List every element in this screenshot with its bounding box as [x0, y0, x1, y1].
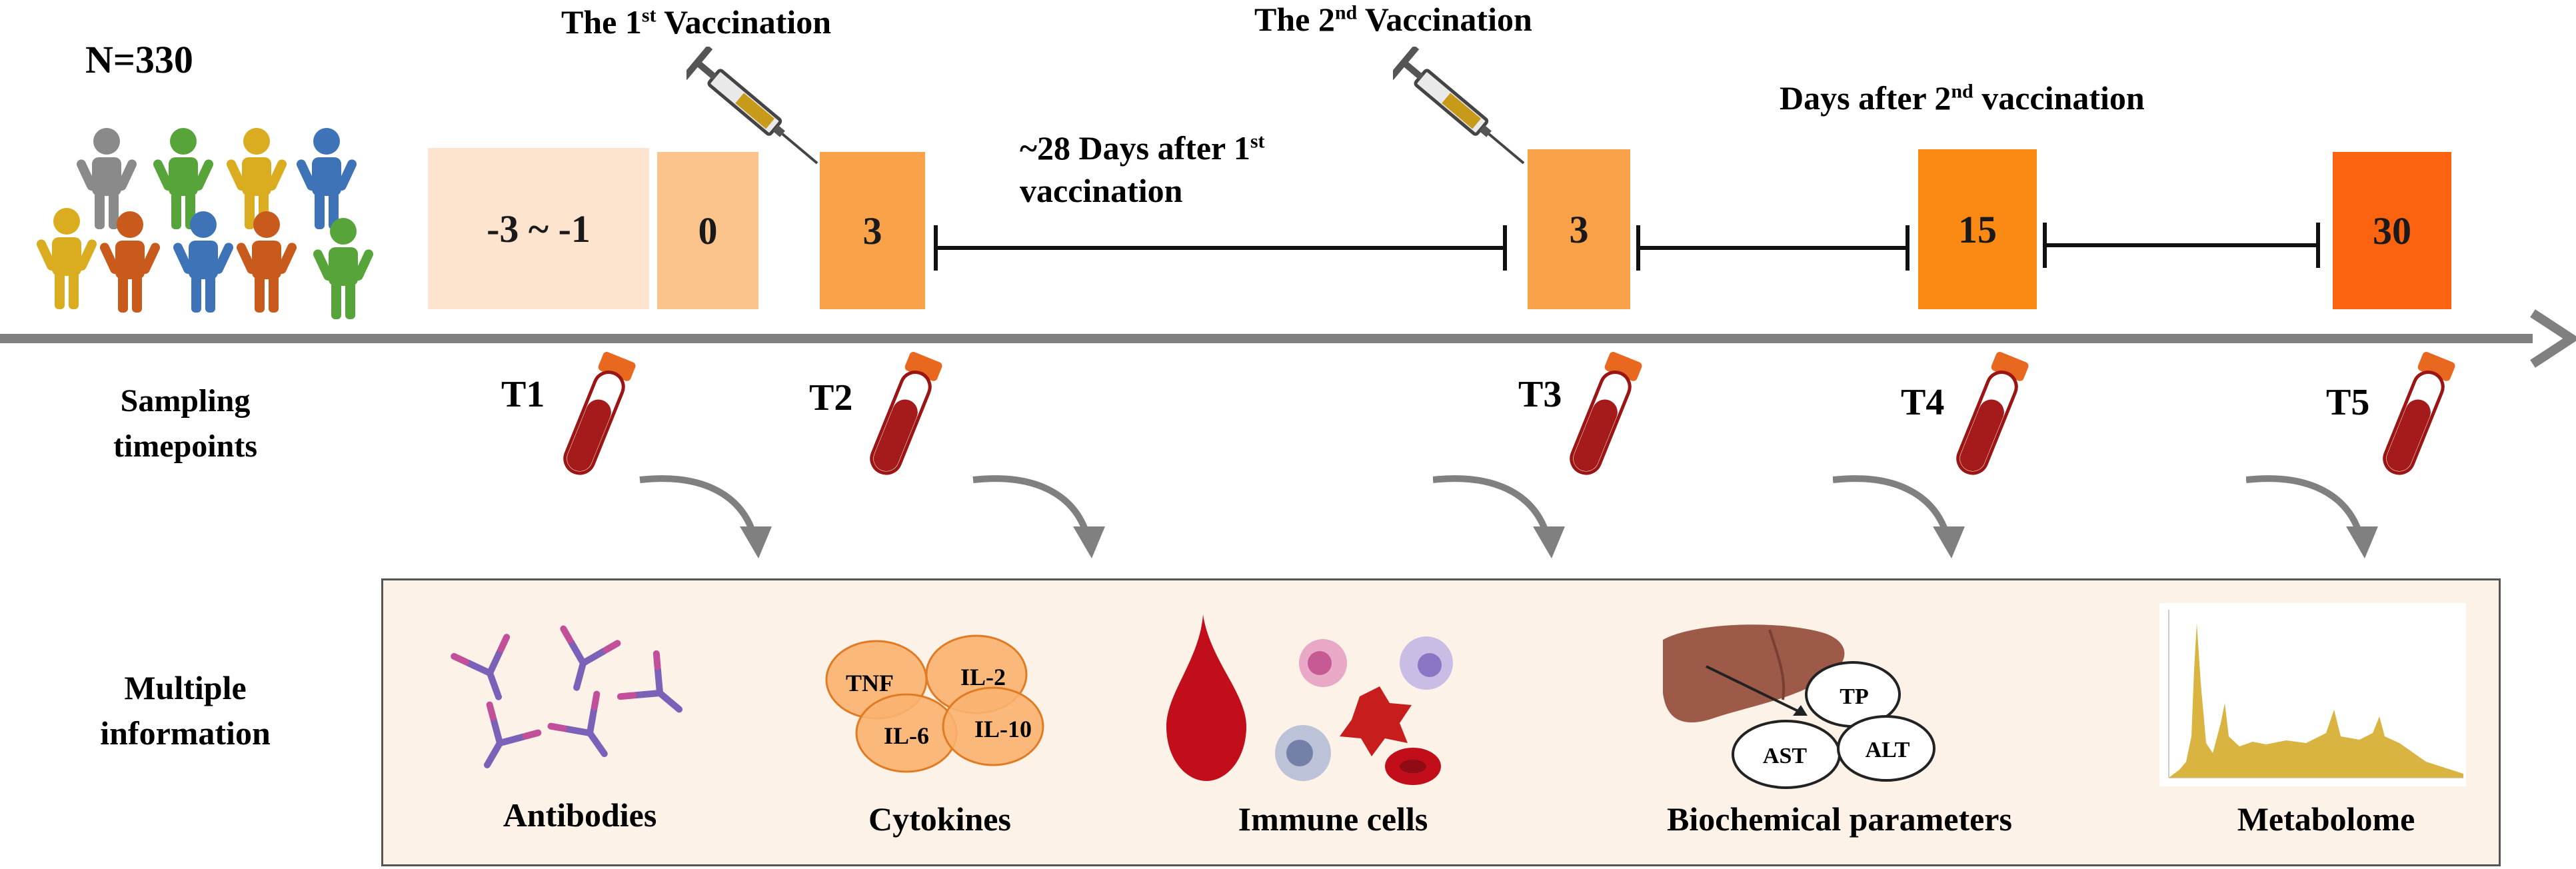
- cytokine-tnf-label: TNF: [846, 670, 894, 696]
- second-vaccination-title: The 2nd Vaccination: [1254, 1, 1532, 38]
- interval-bracket-3: [2043, 223, 2320, 268]
- blood-drop-icon: [1166, 614, 1246, 781]
- timepoint-label-t5: T5: [2326, 382, 2370, 423]
- blood-tube-icon: [833, 340, 966, 500]
- timepoint-label-t4: T4: [1901, 382, 1945, 423]
- curved-arrow-icon: [1833, 466, 1993, 580]
- curved-arrow-icon: [1433, 466, 1593, 580]
- biochem-tp-label: TP: [1840, 684, 1868, 709]
- curved-arrow-icon: [2246, 466, 2406, 580]
- curved-arrow-icon: [633, 466, 793, 580]
- interval-bracket-1: [934, 225, 1507, 271]
- category-antibodies: Antibodies: [503, 796, 657, 834]
- timeline-box-day-0: 0: [657, 152, 758, 309]
- category-immune-cells: Immune cells: [1238, 800, 1428, 838]
- timeline-box-day-30: 30: [2333, 152, 2451, 309]
- biochem-alt-label: ALT: [1866, 738, 1910, 762]
- cytokine-il6-label: IL-6: [884, 722, 929, 749]
- timeline-box-day-minus3-to-minus1: -3 ~ -1: [428, 148, 649, 309]
- timepoint-label-t1: T1: [501, 374, 545, 415]
- first-vaccination-title: The 1st Vaccination: [561, 3, 832, 41]
- liver-icon: [1663, 624, 1845, 723]
- interval-bracket-2: [1636, 225, 1910, 271]
- information-panel: [381, 578, 2501, 866]
- immune-cells-icon: [1166, 614, 1453, 785]
- biochem-ast-label: AST: [1763, 744, 1807, 768]
- timepoint-label-t3: T3: [1518, 374, 1562, 415]
- timeline-box-day-3-first: 3: [820, 152, 925, 309]
- category-metabolome: Metabolome: [2237, 800, 2415, 838]
- antibodies-icon: [440, 620, 720, 780]
- curved-arrow-icon: [966, 466, 1126, 580]
- category-biochemical-parameters: Biochemical parameters: [1667, 800, 2012, 838]
- category-cytokines: Cytokines: [868, 800, 1011, 838]
- timeline-axis-arrow: [0, 309, 2576, 368]
- biochemical-icon: TP AST ALT: [1663, 624, 1935, 789]
- interval-after-second-label: Days after 2nd vaccination: [1780, 79, 2145, 117]
- cytokines-icon: TNF IL-2 IL-6 IL-10: [825, 634, 1044, 773]
- timepoint-label-t2: T2: [809, 377, 853, 419]
- timeline-box-day-3-second: 3: [1528, 149, 1630, 309]
- timeline-lines: [0, 223, 2576, 368]
- cytokine-il2-label: IL-2: [960, 664, 1006, 690]
- timeline-box-day-15: 15: [1918, 149, 2037, 309]
- metabolome-icon: [2159, 603, 2466, 786]
- cytokine-il10-label: IL-10: [974, 716, 1032, 742]
- cohort-label: N=330: [85, 38, 193, 81]
